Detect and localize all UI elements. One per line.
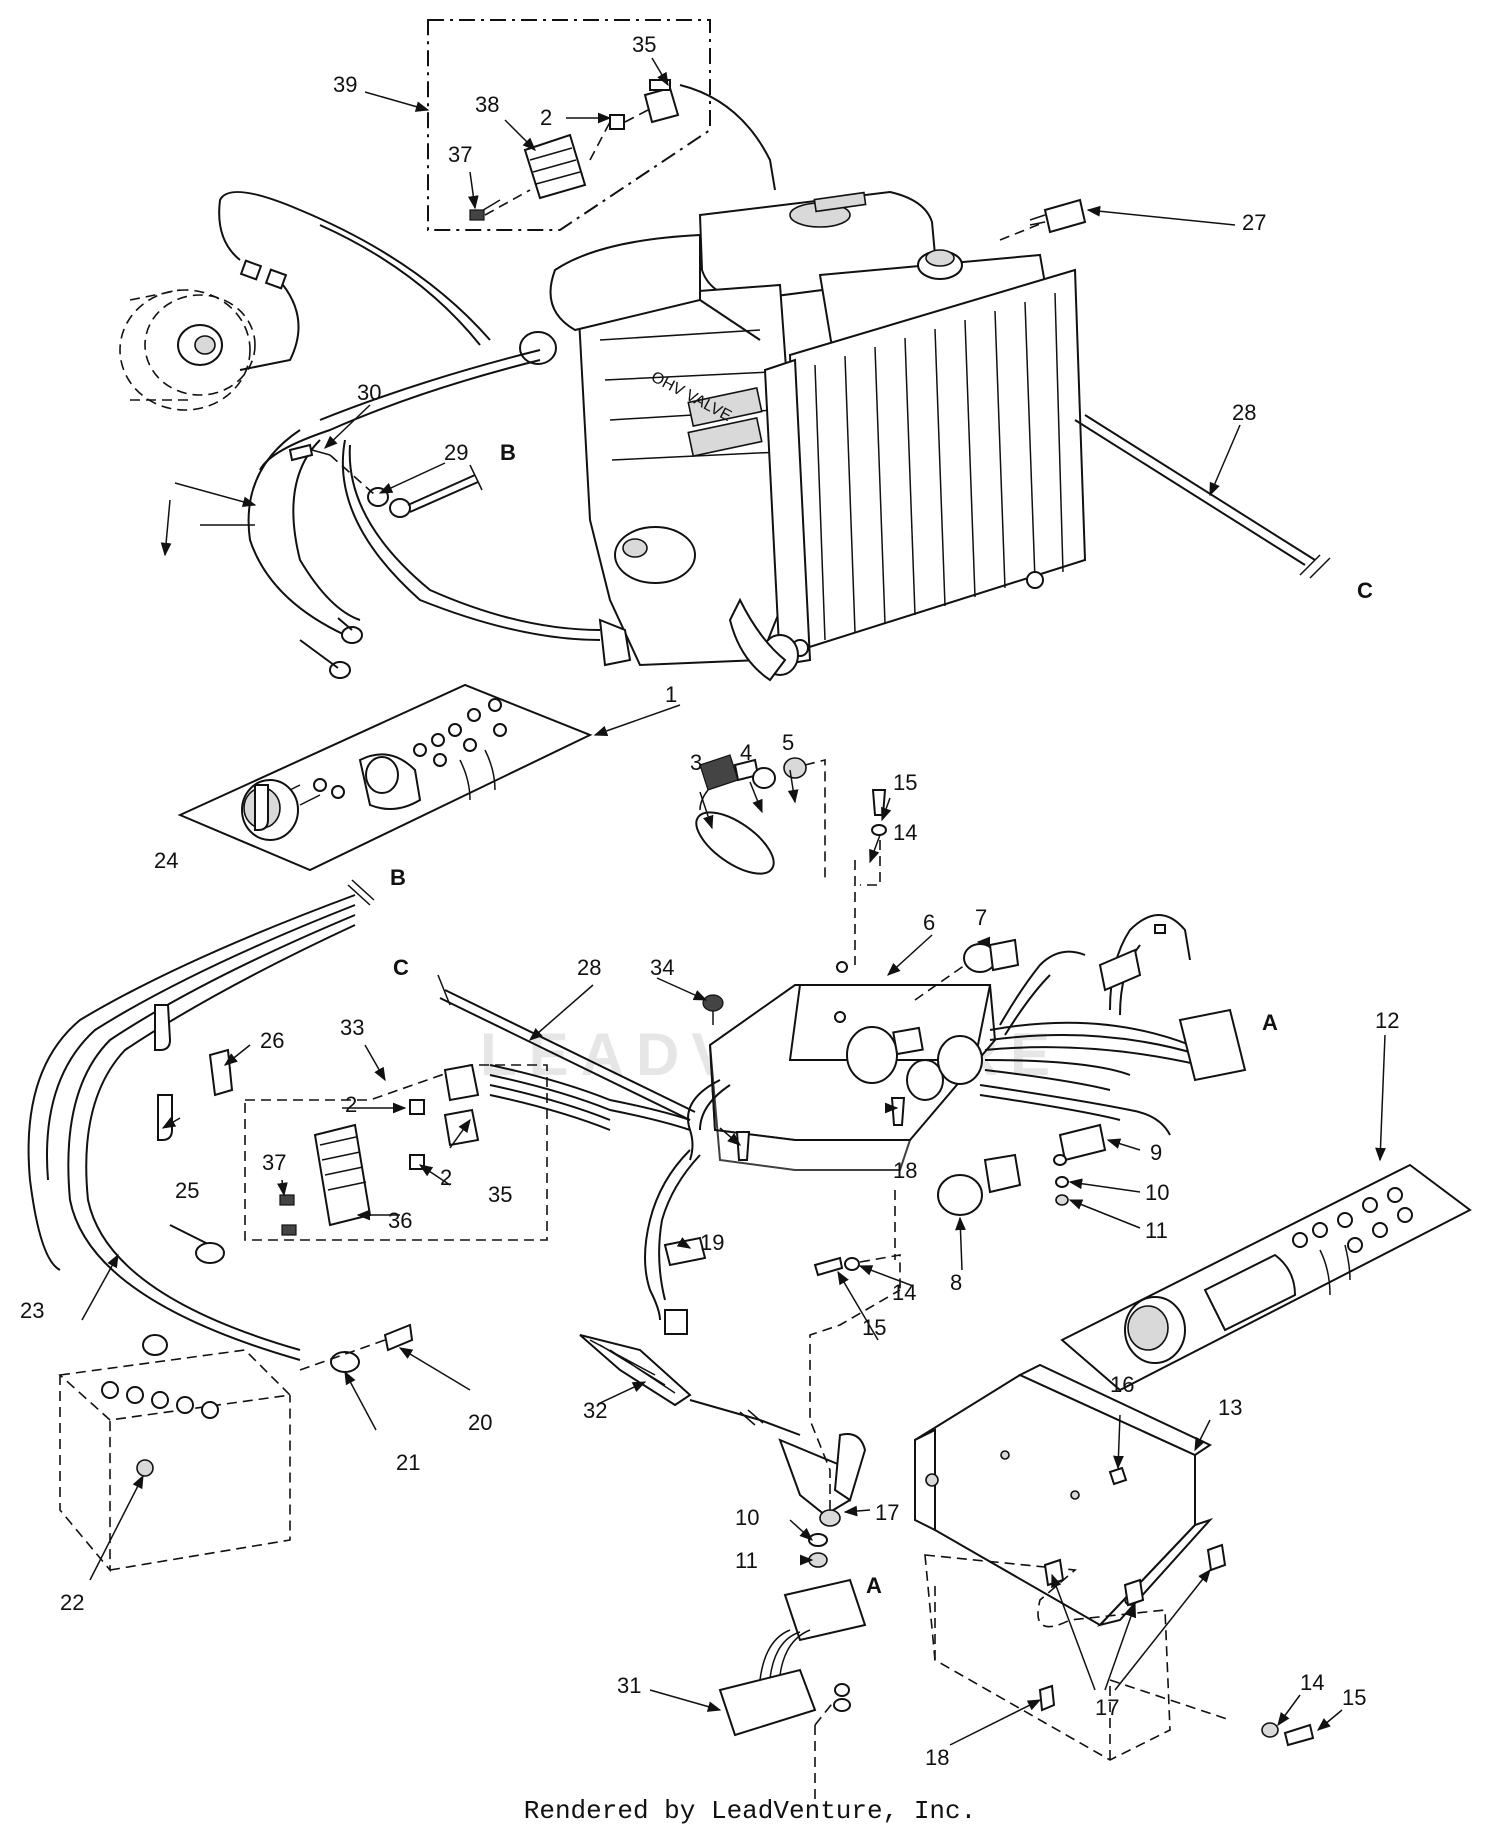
callout-27: 27 [1242,210,1266,235]
callout-18b: 18 [925,1745,949,1770]
callout-10a: 10 [1145,1180,1169,1205]
callout-14c: 14 [1300,1670,1324,1695]
callout-30: 30 [357,380,381,405]
ground-hardware-29-30 [288,443,483,518]
callout-38: 38 [475,92,499,117]
letter-Ca: C [1357,578,1373,603]
callout-31: 31 [617,1673,641,1698]
callout-labels: 35 2 38 37 39 27 28 C 30 29 B 1 3 4 5 15… [20,32,1399,1770]
callout-2a: 2 [540,105,552,130]
callout-34: 34 [650,955,674,980]
switch-parts-8-9 [937,1123,1107,1216]
callout-10b: 10 [735,1505,759,1530]
callout-15a: 15 [893,770,917,795]
letter-Bb: B [390,865,406,890]
callout-3: 3 [690,750,702,775]
callout-13: 13 [1218,1395,1242,1420]
callout-28a: 28 [1232,400,1256,425]
callout-15c: 15 [1342,1685,1366,1710]
letter-Ab: A [866,1573,882,1598]
battery [58,1334,292,1573]
callout-12: 12 [1375,1008,1399,1033]
callout-25: 25 [175,1178,199,1203]
callout-16: 16 [1110,1372,1134,1397]
throttle-control-32 [579,1289,901,1568]
callout-7: 7 [975,905,987,930]
bolt-14-15-bottom [1261,1722,1315,1747]
battery-bolt-20-21 [299,1323,414,1371]
connector-kit-39 [427,19,711,231]
letter-Cb: C [393,955,409,980]
callout-21: 21 [396,1450,420,1475]
lower-wire-harness [489,914,1247,1335]
callout-2c: 2 [440,1165,452,1190]
footer-credit: Rendered by LeadVenture, Inc. [523,1796,977,1826]
callout-4: 4 [740,740,752,765]
callout-17b: 17 [1095,1695,1119,1720]
module-31 [718,1578,867,1800]
callout-15b: 15 [862,1315,886,1340]
callout-36: 36 [388,1208,412,1233]
callout-14a: 14 [893,820,917,845]
callout-1: 1 [665,682,677,707]
callout-32: 32 [583,1398,607,1423]
plug-34 [702,994,724,1025]
letter-Aa: A [1262,1010,1278,1035]
callout-11b: 11 [735,1548,758,1573]
callout-6: 6 [923,910,935,935]
engine-assembly: OHV VALVE [519,190,1087,682]
connector-kit-33 [244,1063,548,1241]
hour-meter-kit-1 [177,683,593,872]
temperature-sensor-27 [999,198,1087,241]
callout-39: 39 [333,72,357,97]
callout-29: 29 [444,440,468,465]
callout-leaders [81,57,1386,1746]
callout-22: 22 [60,1590,84,1615]
callout-19: 19 [700,1230,724,1255]
callout-11a: 11 [1145,1218,1168,1243]
cable-clips-24-25-26 [154,784,269,1141]
callout-9: 9 [1150,1140,1162,1165]
callout-26: 26 [260,1028,284,1053]
letter-Ba: B [500,440,516,465]
battery-cables-23 [27,879,696,1373]
callout-35b: 35 [488,1182,512,1207]
callout-2b: 2 [345,1092,357,1117]
battery-tray-13 [913,1363,1214,1627]
ignition-key-3: SCAG [695,754,826,880]
throttle-cable-28 [1074,414,1331,579]
gauge-kit-12 [1060,1163,1472,1392]
callout-17a: 17 [875,1500,899,1525]
callout-18a: 18 [893,1158,917,1183]
callout-37a: 37 [448,142,472,167]
callout-20: 20 [468,1410,492,1435]
callout-24: 24 [154,848,178,873]
callout-37b: 37 [262,1150,286,1175]
callout-5: 5 [782,730,794,755]
pto-clutch [119,289,256,411]
callout-23: 23 [20,1298,44,1323]
upper-wire-harness [218,84,776,679]
callout-33: 33 [340,1015,364,1040]
clip-19 [663,1236,707,1267]
switch-7 [914,938,1020,1001]
dash-panel-6 [708,860,997,1171]
callout-28b: 28 [577,955,601,980]
callout-8: 8 [950,1270,962,1295]
callout-14b: 14 [892,1280,916,1305]
callout-35a: 35 [632,32,656,57]
